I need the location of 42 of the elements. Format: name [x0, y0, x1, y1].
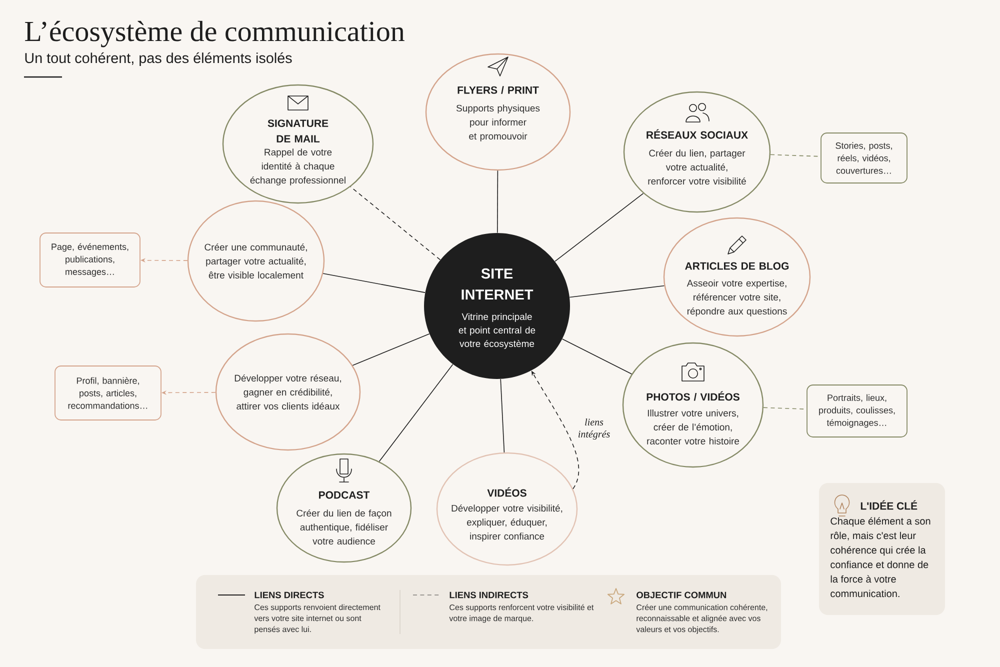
node-text: Asseoir votre expertise, référencer votre site, répondre aux questions: [686, 280, 787, 316]
subtitle: Un tout cohérent, pas des éléments isolés: [25, 52, 292, 66]
node-text: Créer une communauté, partager votre actualité, être visible localement: [204, 243, 307, 279]
note-box: Portraits, lieux, produits, coulisses, témoignages…: [806, 384, 908, 438]
node-title: VIDÉOS: [487, 487, 526, 497]
node-title: PODCAST: [319, 491, 370, 499]
line: [562, 338, 632, 374]
node-text: Supports physiques pour informer et promouvoir: [456, 104, 540, 142]
node-title: RÉSEAUX SOCIAUX: [646, 129, 748, 139]
legend-label: LIENS INDIRECTS: [450, 592, 528, 598]
line: [500, 378, 505, 453]
panel-text: Chaque élément a son rôle, mais c'est leur cohérence qui crée la confiance et donne de la force à votre communication.: [830, 517, 930, 598]
node-title: FLYERS / PRINT: [458, 86, 539, 94]
legend-description: Ces supports renforcent votre visibilité et votre image de marque.: [449, 604, 594, 623]
node-text: Illustrer votre univers, créer de l’émotion, raconter votre histoire: [647, 410, 740, 444]
line: [569, 285, 665, 298]
legend-description: Créer une communication cohérente, reconnaissable et alignée avec vos valeurs et vos objectifs.: [636, 604, 768, 634]
line: [352, 333, 430, 366]
node-text: Créer du lien, partager votre actualité, renforcer votre visibilité: [648, 149, 746, 185]
dashed-line: [350, 186, 441, 260]
legend-label: LIENS DIRECTS: [254, 592, 324, 598]
legend-label: OBJECTIF COMMUN: [636, 592, 726, 598]
node-title: SIGNATURE DE MAIL: [268, 120, 328, 142]
node-title: ARTICLES DE BLOG: [685, 262, 789, 270]
edge-label: liens intégrés: [572, 416, 616, 442]
panel-heading: L'IDÉE CLÉ: [860, 500, 918, 510]
node-text: Rappel de votre identité à chaque échange professionnel: [250, 148, 346, 186]
note-box: Stories, posts, réels, vidéos, couvertures…: [820, 132, 908, 184]
title: L’écosystème de communication: [25, 20, 404, 48]
node-title: SITE INTERNET: [462, 268, 534, 300]
node-text: Développer votre réseau, gagner en crédibilité, attirer vos clients idéaux: [234, 374, 341, 410]
line: [322, 273, 426, 293]
line: [554, 192, 644, 262]
node-text: Vitrine principale et point central de votre écosystème: [458, 313, 536, 349]
line: [378, 364, 454, 462]
note-box: Profil, bannière, posts, articles, recommandations…: [54, 366, 162, 420]
node-text: Développer votre visibilité, expliquer, éduquer, inspirer confiance: [452, 504, 562, 542]
node-text: Créer du lien de façon authentique, fidéliser votre audience: [296, 509, 392, 545]
line: [497, 170, 498, 234]
note-box: Page, événements, publications, messages…: [40, 232, 140, 288]
legend-description: Ces supports renvoient directement vers votre site internet ou sont pensés avec lui.: [254, 604, 380, 634]
node-title: PHOTOS / VIDÉOS: [646, 391, 740, 401]
